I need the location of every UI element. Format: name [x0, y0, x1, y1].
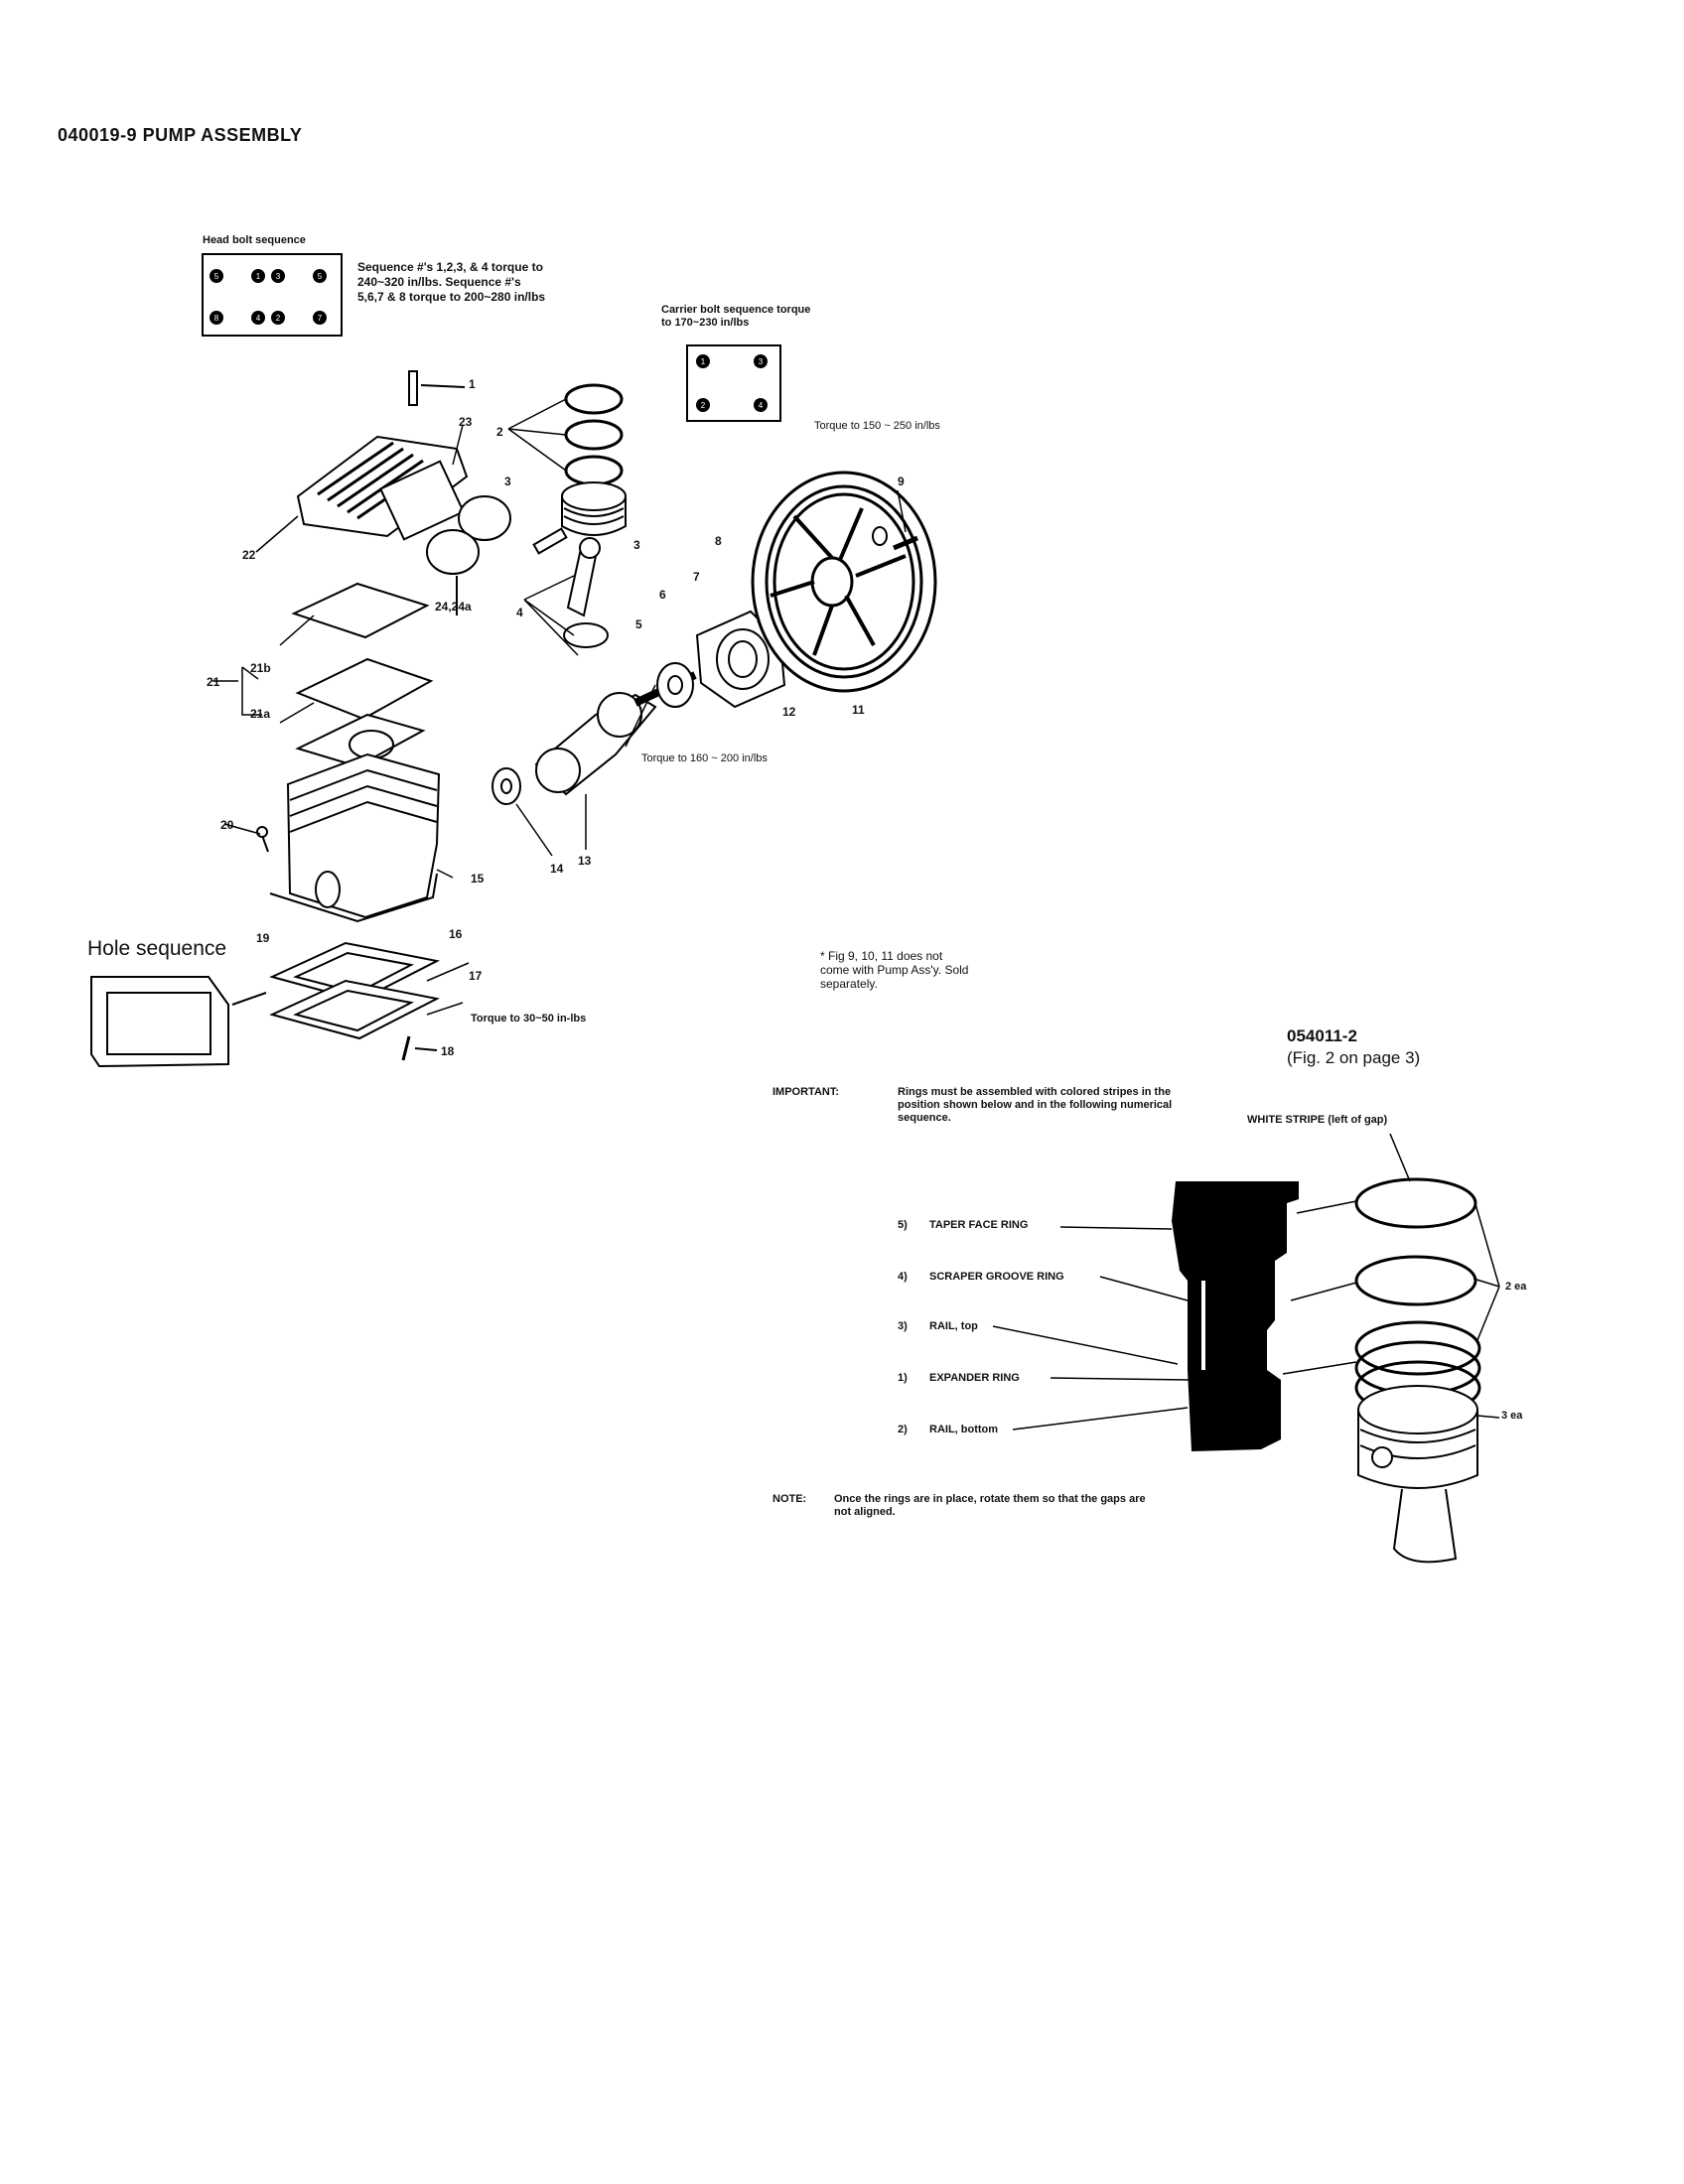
important-text: Rings must be assembled with colored str…: [898, 1086, 1173, 1124]
torque-note-160: Torque to 160 ~ 200 in/lbs: [641, 752, 768, 764]
connecting-rod: [523, 537, 609, 656]
carrier-bolt-seq-number: 4: [759, 401, 764, 410]
ring-label-taper-face: TAPER FACE RING: [929, 1219, 1029, 1231]
ring-num-1: 5): [898, 1219, 908, 1231]
white-stripe-label: WHITE STRIPE (left of gap): [1247, 1114, 1388, 1126]
fig2-ref: (Fig. 2 on page 3): [1287, 1048, 1421, 1067]
torque-note-30: Torque to 30~50 in-lbs: [471, 1013, 587, 1024]
callout-22: 22: [242, 548, 256, 562]
callout-18: 18: [441, 1044, 455, 1058]
head-bolt-seq-number: 2: [276, 314, 281, 323]
head-bolt-circles: [210, 269, 327, 325]
head-bolt-seq-number: 8: [214, 314, 219, 323]
drain-valve: [256, 826, 269, 853]
ring-num-5: 2): [898, 1424, 908, 1435]
ring-num-2: 4): [898, 1271, 908, 1283]
head-bolt-seq-number: 7: [318, 314, 323, 323]
carrier-bolt-label: Carrier bolt sequence torque to 170~230 …: [661, 304, 811, 329]
callout-1: 1: [469, 377, 476, 391]
base-bolt: [401, 1035, 438, 1061]
ring-leader-lines: [992, 1133, 1500, 1431]
ring-num-3: 3): [898, 1320, 908, 1332]
ring-label-expander: EXPANDER RING: [929, 1372, 1020, 1384]
hole-sequence-label: Hole sequence: [87, 937, 227, 960]
carrier-bolt-box: [686, 344, 781, 422]
base-gaskets: [269, 941, 441, 1040]
callout-13: 13: [578, 854, 592, 868]
head-bolt-seq-number: 5: [318, 272, 323, 281]
callout-16: 16: [449, 927, 463, 941]
wrist-pin: [532, 527, 568, 555]
piston-body: [1357, 1385, 1478, 1564]
carrier-bolt-circles: [696, 354, 768, 412]
ring-color-chart: [1172, 1181, 1299, 1451]
ring-count-2: 2 ea: [1505, 1281, 1527, 1293]
fig2-id: 054011-2: [1287, 1026, 1357, 1045]
callout-leader-lines: [212, 424, 907, 1016]
head-bolt-box: [202, 253, 343, 337]
callout-6: 6: [659, 588, 666, 602]
ring-count-3: 3 ea: [1501, 1410, 1523, 1422]
callout-3b: 3: [633, 538, 640, 552]
cylinder-block: [269, 752, 441, 923]
callout-19: 19: [256, 931, 270, 945]
callout-9: 9: [898, 475, 905, 488]
callout-11: 11: [852, 703, 865, 717]
ring-label-scraper-groove: SCRAPER GROOVE RING: [929, 1271, 1064, 1283]
page-title: 040019-9 PUMP ASSEMBLY: [58, 125, 303, 145]
callout-17: 17: [469, 969, 483, 983]
washer-14: [491, 767, 587, 857]
valve-plate-gaskets: [291, 582, 434, 768]
carrier-bolt-seq-number: 1: [701, 357, 706, 366]
intake-valves: [426, 495, 511, 615]
callout-5: 5: [635, 617, 642, 631]
callout-21a: 21a: [250, 707, 271, 721]
callout-14: 14: [550, 862, 564, 876]
flywheel-bolt: [872, 526, 918, 551]
callout-12: 12: [782, 705, 796, 719]
callout-21b: 21b: [250, 661, 271, 675]
callout-2: 2: [496, 425, 503, 439]
callout-8: 8: [715, 534, 722, 548]
ring-label-rail-bottom: RAIL, bottom: [929, 1424, 999, 1435]
torque-note-150: Torque to 150 ~ 250 in/lbs: [814, 420, 940, 432]
head-bolt-seq-number: 5: [214, 272, 219, 281]
bearing-5: [656, 662, 694, 708]
callout-21: 21: [207, 675, 220, 689]
piston: [561, 481, 627, 536]
pin-1: [408, 370, 466, 406]
callout-15: 15: [471, 872, 485, 886]
callout-24: 24,24a: [435, 600, 472, 614]
cylinder-head: [296, 435, 469, 541]
head-bolt-seq-number: 3: [276, 272, 281, 281]
piston-ring-stack: [1354, 1177, 1481, 1416]
head-bolt-seq-number: 4: [256, 314, 261, 323]
bearing-carrier: [695, 610, 786, 709]
callout-3a: 3: [504, 475, 511, 488]
note-text: Once the rings are in place, rotate them…: [834, 1493, 1146, 1518]
head-bolt-label: Head bolt sequence: [203, 234, 306, 246]
ring-num-4: 1): [898, 1372, 908, 1384]
hole-sequence-gasket: [90, 976, 267, 1068]
flywheel: [751, 471, 937, 693]
note-label: NOTE:: [772, 1493, 807, 1505]
important-label: IMPORTANT:: [772, 1086, 840, 1098]
head-bolt-note: Sequence #'s 1,2,3, & 4 torque to 240~32…: [357, 260, 546, 304]
carrier-bolt-seq-number: 2: [701, 401, 706, 410]
ring-label-rail-top: RAIL, top: [929, 1320, 978, 1332]
fig-note: * Fig 9, 10, 11 does not come with Pump …: [820, 949, 969, 991]
carrier-bolt-seq-number: 3: [759, 357, 764, 366]
callout-4: 4: [516, 606, 523, 619]
callout-7: 7: [693, 570, 700, 584]
piston-rings: [507, 383, 624, 486]
head-bolt-seq-number: 1: [256, 272, 261, 281]
crankshaft: [534, 671, 697, 796]
